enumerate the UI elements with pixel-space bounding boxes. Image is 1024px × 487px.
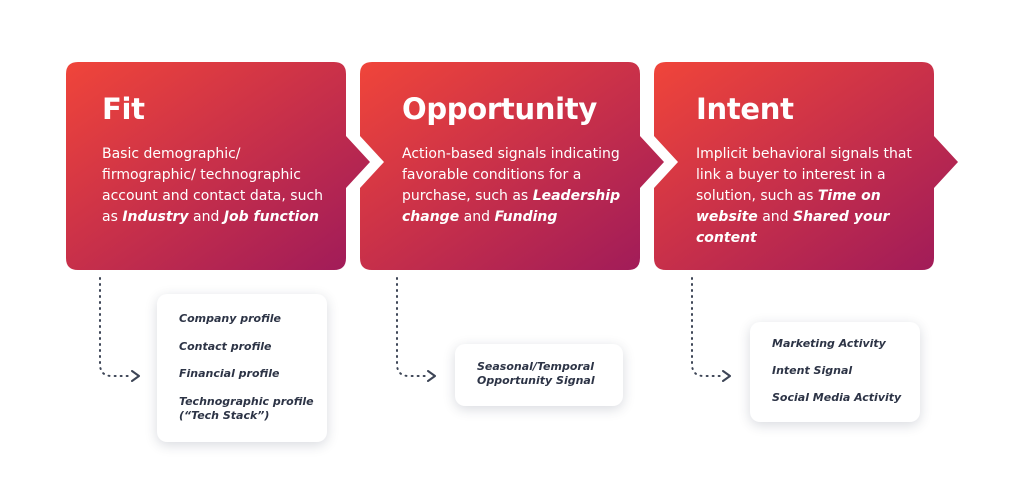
fit-title: Fit — [102, 92, 145, 126]
fit-connector — [99, 277, 133, 377]
intent-description-emphasis: Shared your content — [696, 209, 890, 246]
opportunity-description-text: Action-based signals indicating favorabl… — [402, 146, 620, 204]
opportunity-card: Opportunity Action-based signals indicat… — [366, 62, 632, 270]
intent-card-shape — [654, 62, 958, 270]
fit-description-emphasis: Industry — [122, 209, 189, 225]
opportunity-connector — [396, 277, 429, 377]
intent-signal-item: Intent Signal — [772, 364, 853, 377]
intent-description-text: and — [757, 209, 794, 225]
opportunity-description: Action-based signals indicating favorabl… — [402, 144, 624, 228]
opportunity-title: Opportunity — [402, 92, 597, 126]
intent-connector — [691, 277, 724, 377]
fit-description-emphasis: Job function — [223, 209, 319, 225]
fit-card-shape — [66, 62, 370, 270]
intent-connector-arrow — [722, 370, 731, 382]
intent-description-emphasis: Time on website — [696, 188, 881, 225]
intent-signal-item: Marketing Activity — [772, 337, 886, 350]
opportunity-description-emphasis: Funding — [494, 209, 558, 225]
intent-title: Intent — [696, 92, 794, 126]
fit-signal-item: Company profile — [179, 312, 281, 325]
fit-signal-item: Contact profile — [179, 340, 272, 353]
intent-description-text: Implicit behavioral signals that link a … — [696, 146, 912, 204]
opportunity-description-emphasis: Leadership change — [402, 188, 621, 225]
fit-description-text: and — [188, 209, 224, 225]
intent-card: Intent Implicit behavioral signals that … — [660, 62, 926, 270]
opportunity-signal-item: Seasonal/Temporal Opportunity Signal — [477, 360, 595, 387]
fit-signal-item: Technographic profile (“Tech Stack”) — [179, 395, 314, 422]
opportunity-connector-arrow — [427, 370, 436, 382]
intent-description: Implicit behavioral signals that link a … — [696, 144, 918, 249]
opportunity-signals-box: Seasonal/Temporal Opportunity Signal — [455, 344, 623, 406]
opportunity-description-text: and — [459, 209, 495, 225]
intent-signal-item: Social Media Activity — [772, 391, 902, 404]
fit-card: Fit Basic demographic/ firmographic/ tec… — [66, 62, 332, 270]
intent-signals-box: Marketing Activity Intent Signal Social … — [750, 322, 920, 422]
fit-signals-box: Company profile Contact profile Financia… — [157, 294, 327, 442]
fit-signal-item: Financial profile — [179, 367, 280, 380]
fit-connector-arrow — [131, 370, 140, 382]
opportunity-card-shape — [360, 62, 664, 270]
fit-description-text: Basic demographic/ firmographic/ technog… — [102, 146, 324, 225]
fit-description: Basic demographic/ firmographic/ technog… — [102, 144, 324, 228]
